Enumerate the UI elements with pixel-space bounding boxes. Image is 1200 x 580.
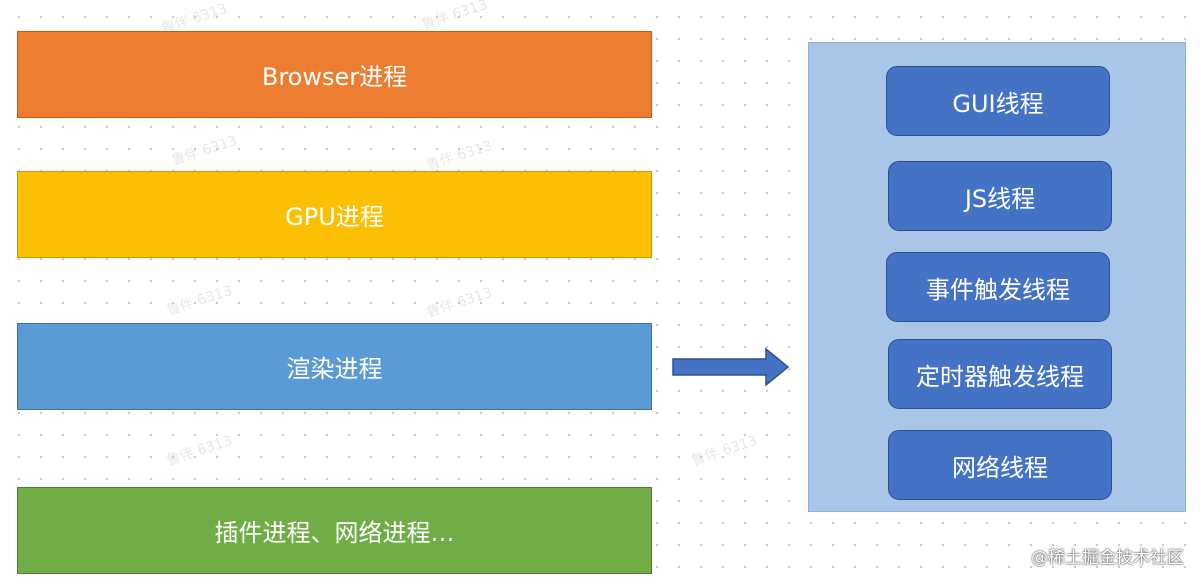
event-trigger-thread-label: 事件触发线程 bbox=[926, 275, 1070, 304]
gpu-process-block: GPU进程 bbox=[17, 171, 652, 258]
watermark: 鲁伴 6313 bbox=[164, 432, 235, 470]
render-process-threads-panel: GUI线程 JS线程 事件触发线程 定时器触发线程 网络线程 bbox=[808, 42, 1186, 512]
network-thread-block: 网络线程 bbox=[888, 430, 1112, 500]
right-arrow-icon bbox=[672, 347, 790, 387]
watermark: 鲁伴 6313 bbox=[164, 282, 235, 320]
event-trigger-thread-block: 事件触发线程 bbox=[886, 252, 1110, 322]
plugin-process-label: 插件进程、网络进程… bbox=[214, 519, 455, 547]
gui-thread-block: GUI线程 bbox=[886, 66, 1110, 136]
plugin-process-block: 插件进程、网络进程… bbox=[17, 487, 652, 574]
source-watermark: @稀土掘金技术社区 bbox=[1031, 548, 1184, 568]
browser-process-label: Browser进程 bbox=[261, 63, 408, 91]
js-thread-label: JS线程 bbox=[964, 184, 1036, 213]
timer-trigger-thread-label: 定时器触发线程 bbox=[916, 362, 1084, 391]
watermark: 鲁伴 6313 bbox=[424, 137, 495, 175]
gpu-process-label: GPU进程 bbox=[285, 203, 384, 231]
render-process-block: 渲染进程 bbox=[17, 323, 652, 410]
timer-trigger-thread-block: 定时器触发线程 bbox=[888, 339, 1112, 409]
render-process-label: 渲染进程 bbox=[286, 355, 383, 383]
network-thread-label: 网络线程 bbox=[952, 453, 1048, 482]
browser-process-block: Browser进程 bbox=[17, 31, 652, 118]
js-thread-block: JS线程 bbox=[888, 161, 1112, 231]
watermark: 鲁伴 6313 bbox=[424, 284, 495, 322]
watermark: 鲁伴 6313 bbox=[689, 432, 760, 470]
gui-thread-label: GUI线程 bbox=[952, 89, 1044, 118]
watermark: 鲁伴 6313 bbox=[169, 132, 240, 170]
watermark: 鲁伴 6313 bbox=[419, 0, 490, 34]
